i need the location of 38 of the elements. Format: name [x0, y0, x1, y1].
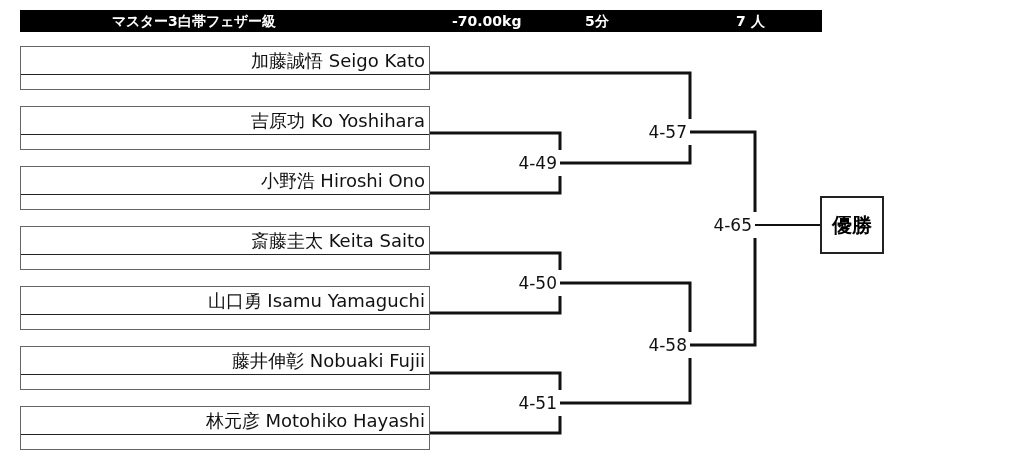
- bracket-line: [560, 281, 692, 332]
- competitor-box: [20, 346, 430, 390]
- competitor-box: [20, 286, 430, 330]
- bracket-line: [430, 71, 692, 119]
- match-time: 5分: [585, 12, 609, 30]
- bracket-line: [430, 176, 562, 195]
- entry-count: 7 人: [736, 12, 765, 30]
- competitor-box: [20, 226, 430, 270]
- competitor-box: [20, 46, 430, 90]
- bracket-line: [560, 358, 692, 405]
- competitor-box: [20, 166, 430, 210]
- match-number: 4-51: [500, 390, 560, 416]
- bracket-line: [690, 238, 757, 347]
- match-number: 4-65: [695, 212, 755, 238]
- bracket-line: [754, 224, 821, 226]
- competitor-name: 小野浩 Hiroshi Ono: [260, 170, 425, 192]
- match-number: 4-58: [630, 332, 690, 358]
- weight-limit: -70.00kg: [452, 12, 522, 30]
- category-title: マスター3白帯フェザー級: [112, 12, 276, 30]
- competitor-box: [20, 406, 430, 450]
- bracket-line: [690, 130, 757, 212]
- match-number: 4-57: [630, 119, 690, 145]
- competitor-name: 藤井伸彰 Nobuaki Fujii: [232, 350, 425, 372]
- bracket-line: [560, 145, 692, 165]
- bracket-line: [430, 131, 562, 150]
- champion-box: 優勝: [820, 196, 884, 254]
- bracket-line: [430, 296, 562, 315]
- bracket-line: [430, 251, 562, 270]
- competitor-name: 斎藤圭太 Keita Saito: [250, 230, 425, 252]
- competitor-name: 山口勇 Isamu Yamaguchi: [207, 290, 425, 312]
- match-number: 4-50: [500, 270, 560, 296]
- competitor-name: 林元彦 Motohiko Hayashi: [205, 410, 425, 432]
- competitor-box: [20, 106, 430, 150]
- competitor-name: 加藤誠悟 Seigo Kato: [251, 50, 425, 72]
- competitor-name: 吉原功 Ko Yoshihara: [251, 110, 425, 132]
- bracket-line: [430, 371, 562, 390]
- match-number: 4-49: [500, 150, 560, 176]
- bracket-line: [430, 416, 562, 435]
